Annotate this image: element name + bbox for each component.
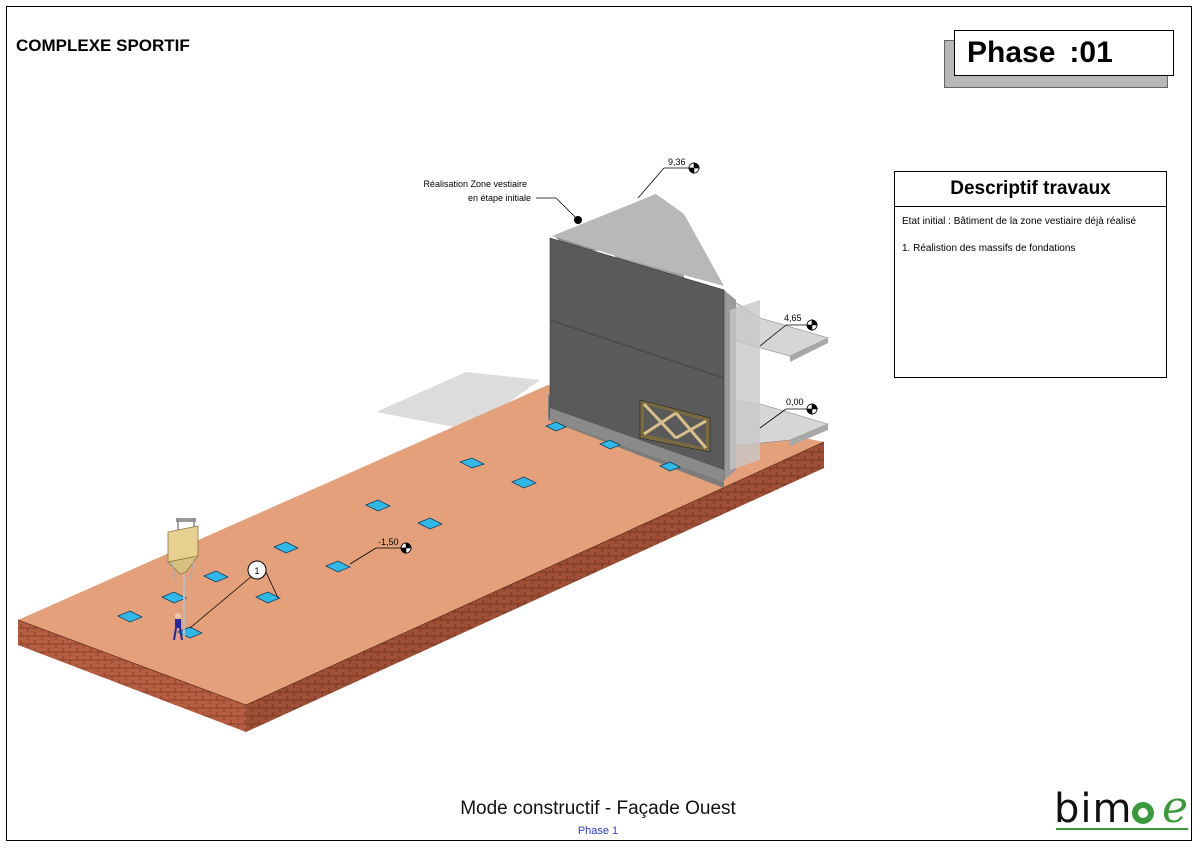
callout-tag-number: 1 (254, 566, 259, 576)
phase-box-front: Phase : 01 (954, 30, 1174, 76)
footing (325, 560, 351, 573)
vestiaire-label-2: en étape initiale (468, 193, 531, 203)
platform-side-right (246, 442, 824, 732)
platform-top (18, 385, 824, 705)
phase-box: Phase : 01 (944, 30, 1176, 90)
vestiaire-label-1: Réalisation Zone vestiaire (423, 179, 527, 189)
view-title: Mode constructif - Façade Ouest (460, 798, 736, 819)
footing (599, 439, 621, 450)
worker-figure (173, 613, 183, 641)
footing (365, 499, 391, 512)
logo-text: bim (1054, 786, 1133, 832)
footing (511, 476, 537, 489)
footing (459, 457, 485, 469)
footing (659, 461, 681, 472)
platform-side-left (18, 620, 246, 732)
level-marker-foundation: -1,50 (349, 537, 412, 565)
callout-tag: 1 (189, 560, 279, 629)
platform (17, 385, 825, 732)
footing (203, 570, 229, 583)
logo-underline (1056, 828, 1188, 830)
ground-shadow (376, 372, 540, 430)
level-foundation-value: -1,50 (378, 537, 399, 547)
phase-separator: : (1069, 36, 1080, 69)
project-title: COMPLEXE SPORTIF (16, 36, 190, 55)
slab-upper-edge (790, 338, 828, 362)
slab-lower-edge (790, 424, 828, 446)
vestiaire-building (548, 194, 829, 488)
level-marker-ground: 0,00 (759, 397, 818, 429)
view-subtitle: Phase 1 (577, 825, 619, 837)
logo-o-icon (1132, 802, 1154, 824)
footing (273, 541, 299, 554)
footing (417, 517, 443, 530)
descriptif-line: 1. Réalistion des massifs de fondations (902, 243, 1076, 254)
sheet-border (6, 6, 1192, 841)
level-top-value: 9,36 (668, 157, 686, 167)
footing (545, 421, 567, 432)
footing (255, 591, 281, 604)
level-marker-mid: 4,65 (759, 313, 818, 347)
footing (161, 591, 187, 604)
wall-base (550, 408, 724, 482)
descriptif-line: Etat initial : Bâtiment de la zone vesti… (902, 216, 1137, 227)
bimoe-logo: bim e (1054, 782, 1194, 834)
door-frame (639, 399, 711, 453)
annotation-vestiaire: Réalisation Zone vestiaire en étape init… (423, 179, 582, 224)
logo-e: e (1162, 782, 1189, 833)
phase-label: Phase (967, 36, 1056, 69)
side-wall-light (730, 300, 760, 470)
level-ground-value: 0,00 (786, 397, 804, 407)
concrete-silo (167, 518, 199, 636)
descriptif-box: Descriptif travaux Etat initial : Bâtime… (894, 171, 1167, 378)
level-mid-value: 4,65 (784, 313, 802, 323)
phase-number: 01 (1079, 36, 1113, 69)
footing (117, 610, 143, 623)
level-marker-top: 9,36 (637, 157, 700, 199)
descriptif-title: Descriptif travaux (895, 172, 1166, 207)
roof-top (552, 194, 724, 286)
